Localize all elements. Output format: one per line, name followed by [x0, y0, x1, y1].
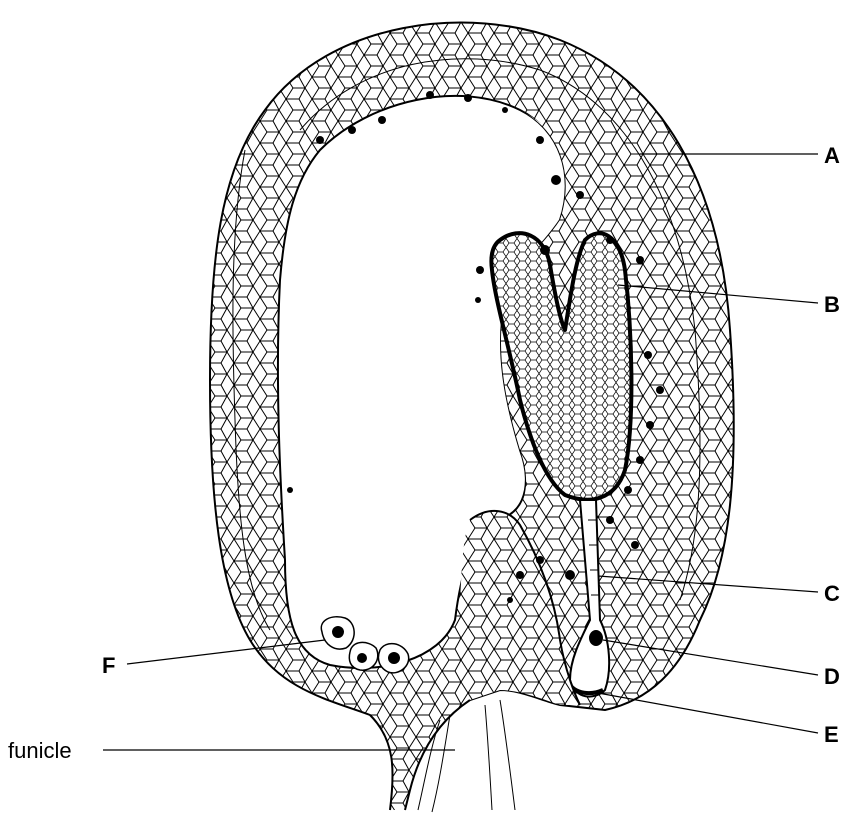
- label-B: B: [824, 292, 840, 317]
- leader-E: [598, 693, 818, 733]
- label-funicle: funicle: [8, 738, 72, 763]
- label-E: E: [824, 722, 839, 747]
- label-F: F: [102, 653, 115, 678]
- label-D: D: [824, 664, 840, 689]
- label-A: A: [824, 143, 840, 168]
- label-C: C: [824, 581, 840, 606]
- basal-cell-nucleus: [589, 630, 603, 646]
